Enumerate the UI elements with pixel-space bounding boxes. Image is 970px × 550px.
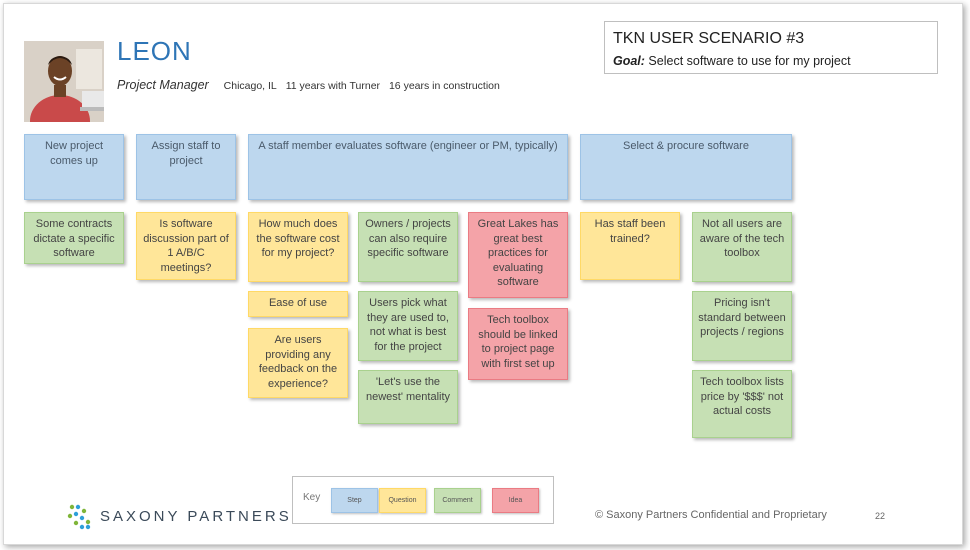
persona-name: LEON [117,36,192,66]
key-label: Key [303,492,321,503]
key-comment: Comment [434,488,481,513]
goal-label: Goal: [613,54,645,68]
comment-note: Tech toolbox lists price by '$$$' not ac… [692,370,792,438]
comment-note: Not all users are aware of the tech tool… [692,212,792,282]
scenario-title: TKN USER SCENARIO #3 [613,30,805,47]
idea-note: Great Lakes has great best practices for… [468,212,568,298]
logo-wordmark: SAXONY PARTNERS [100,507,292,525]
question-note: Has staff been trained? [580,212,680,280]
saxony-logo-icon [67,504,91,530]
page-number: 22 [875,511,886,521]
key-question: Question [379,488,426,513]
comment-note: Users pick what they are used to, not wh… [358,291,458,361]
question-note: Ease of use [248,291,348,317]
comment-note: Owners / projects can also require speci… [358,212,458,282]
key-step: Step [331,488,378,513]
comment-note: Some contracts dictate a specific softwa… [24,212,124,264]
saxony-logo: SAXONY PARTNERS [66,502,292,530]
key-idea: Idea [492,488,539,513]
persona-details: Project Manager Chicago, IL 11 years wit… [117,78,506,92]
comment-note: 'Let's use the newest' mentality [358,370,458,424]
question-note: Is software discussion part of 1 A/B/C m… [136,212,236,280]
comment-note: Pricing isn't standard between projects … [692,291,792,361]
copyright-text: © Saxony Partners Confidential and Propr… [595,509,827,521]
question-note: Are users providing any feedback on the … [248,328,348,398]
legend-key: Key Step Question Comment Idea [292,476,554,524]
step-card: Assign staff to project [136,134,236,200]
step-card: New project comes up [24,134,124,200]
persona-tenure: 11 years with Turner [285,80,381,92]
step-card: Select & procure software [580,134,792,200]
idea-note: Tech toolbox should be linked to project… [468,308,568,380]
person-photo [24,41,104,122]
scenario-goal: Goal: Select software to use for my proj… [613,54,929,68]
question-note: How much does the software cost for my p… [248,212,348,282]
scenario-box: TKN USER SCENARIO #3 Goal: Select softwa… [604,21,938,74]
persona-experience: 16 years in construction [388,80,500,92]
step-card: A staff member evaluates software (engin… [248,134,568,200]
persona-role: Project Manager [117,78,209,92]
goal-text: Select software to use for my project [644,54,851,68]
persona-location: Chicago, IL [223,80,277,92]
